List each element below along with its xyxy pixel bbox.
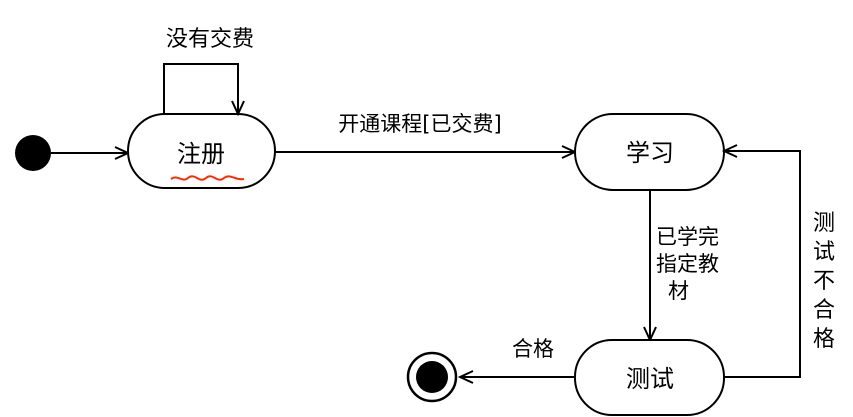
label-not-paid: 没有交费 bbox=[166, 27, 254, 52]
label-failed-char-5: 格 bbox=[813, 327, 835, 352]
failed-arrow bbox=[724, 151, 801, 378]
label-failed-char-2: 试 bbox=[813, 240, 835, 265]
handwritten-squiggle bbox=[170, 175, 245, 181]
label-finished-line-1: 已学完 bbox=[656, 225, 719, 249]
label-passed: 合格 bbox=[512, 337, 554, 361]
label-failed-char-4: 合 bbox=[813, 298, 835, 323]
label-finished-line-2: 指定教 bbox=[656, 252, 719, 276]
label-finished-line-3: 材 bbox=[668, 279, 689, 303]
state-register-label: 注册 bbox=[177, 140, 225, 168]
initial-node bbox=[15, 135, 51, 171]
state-test-label: 测试 bbox=[626, 365, 674, 393]
label-failed-char-1: 测 bbox=[813, 211, 835, 236]
state-study-label: 学习 bbox=[626, 139, 674, 167]
label-open-course: 开通课程[已交费] bbox=[338, 112, 501, 136]
label-failed-char-3: 不 bbox=[813, 269, 835, 294]
final-node-core bbox=[416, 361, 448, 393]
self-loop-arrow bbox=[163, 63, 238, 114]
